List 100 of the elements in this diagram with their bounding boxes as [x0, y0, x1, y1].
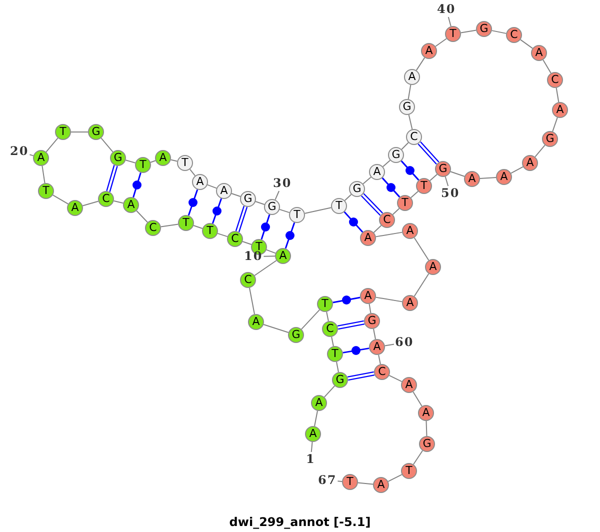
- position-number: 1: [306, 453, 316, 466]
- nucleotide-circle: T: [416, 178, 432, 194]
- backbone-line: [401, 142, 409, 150]
- backbone-line: [412, 391, 422, 407]
- leader-line: [384, 344, 394, 346]
- backbone-line: [357, 482, 374, 485]
- leader-line: [337, 480, 343, 482]
- nucleotide-circle: G: [88, 124, 104, 140]
- base-pair-line: [188, 189, 198, 216]
- backbone-line: [410, 190, 419, 198]
- base-pair-double-line: [235, 206, 248, 232]
- nucleotide-circle: T: [38, 183, 54, 199]
- backbone-line: [242, 241, 252, 245]
- nucleotide-circle: A: [401, 377, 417, 393]
- backbone-line: [460, 30, 477, 34]
- backbone-line: [520, 39, 533, 49]
- nucleotide-circle: T: [177, 155, 193, 171]
- backbone-line: [344, 194, 352, 201]
- base-pair-line: [260, 214, 270, 240]
- nucleotide-circle: T: [178, 215, 194, 231]
- nucleotide-circle: A: [216, 183, 232, 199]
- nucleotide-circle: G: [240, 191, 256, 207]
- nucleotide-circle: A: [369, 339, 385, 355]
- backbone-line: [314, 410, 318, 427]
- backbone-line: [556, 87, 560, 103]
- backbone-line: [534, 144, 546, 158]
- backbone-line: [373, 225, 382, 233]
- backbone-line: [375, 232, 403, 238]
- leader-line: [274, 190, 280, 200]
- backbone-line: [336, 361, 339, 373]
- nucleotide-circle: C: [547, 72, 563, 88]
- backbone-line: [170, 159, 178, 162]
- nucleotide-circle: A: [305, 426, 321, 442]
- backbone-line: [408, 84, 412, 100]
- position-number: 50: [441, 187, 460, 200]
- nucleotide-circle: C: [227, 231, 243, 247]
- backbone-line: [217, 232, 228, 238]
- nucleotide-circle: A: [531, 45, 547, 61]
- nucleotide-circle: C: [379, 212, 395, 228]
- backbone-line: [510, 166, 524, 174]
- backbone-line: [388, 474, 402, 482]
- base-pair-double-line: [418, 141, 440, 165]
- backbone-line: [416, 57, 426, 71]
- backbone-line: [304, 207, 332, 214]
- base-pair-double-line: [336, 320, 366, 330]
- backbone-line: [378, 354, 381, 365]
- nucleotide-circle: G: [542, 131, 558, 147]
- backbone-line: [300, 309, 320, 330]
- backbone-line: [426, 420, 428, 436]
- position-number: 67: [318, 474, 337, 487]
- base-pair-line: [400, 160, 420, 181]
- nucleotide-circle: T: [317, 296, 333, 312]
- backbone-line: [414, 237, 430, 261]
- leader-line: [310, 441, 313, 452]
- nucleotide-circle: A: [33, 150, 49, 166]
- nucleotide-circle: T: [401, 463, 417, 479]
- backbone-line: [113, 200, 124, 204]
- nucleotide-circle: C: [506, 27, 522, 43]
- nucleotide-circle: T: [445, 26, 461, 42]
- base-pair-double-line: [360, 193, 384, 216]
- nucleotide-circle: G: [332, 372, 348, 388]
- backbone-line: [52, 194, 69, 204]
- backbone-line: [46, 138, 58, 152]
- nucleotide-circle: A: [192, 174, 208, 190]
- leader-line: [29, 154, 34, 156]
- backbone-line: [408, 114, 413, 130]
- leader-line: [448, 16, 452, 27]
- backbone-line: [362, 176, 372, 184]
- nucleotide-circle: A: [360, 230, 376, 246]
- nucleotide-circle: A: [155, 150, 171, 166]
- nucleotide-circle: A: [404, 69, 420, 85]
- nucleotide-circle: T: [135, 157, 151, 173]
- backbone-line: [160, 224, 179, 228]
- nucleotide-circle: A: [496, 169, 512, 185]
- nucleotide-circle: G: [264, 199, 280, 215]
- nucleotide-circle: A: [522, 155, 538, 171]
- nucleotide-circle: A: [552, 102, 568, 118]
- backbone-line: [136, 210, 148, 223]
- base-pair-line: [344, 211, 364, 233]
- nucleotide-circle: G: [288, 327, 304, 343]
- nucleotide-circle: A: [360, 288, 376, 304]
- backbone-line: [266, 249, 276, 254]
- nucleotide-circle: A: [373, 477, 389, 493]
- leader-line: [263, 256, 276, 257]
- nucleotide-circle: G: [435, 161, 451, 177]
- nucleotide-circle: G: [399, 99, 415, 115]
- nucleotide-circle: A: [311, 395, 327, 411]
- base-pair-line: [342, 348, 370, 354]
- backbone-line: [255, 201, 265, 205]
- backbone-line: [435, 38, 447, 47]
- backbone-line: [412, 450, 424, 465]
- nucleotide-circle: G: [364, 313, 380, 329]
- position-number: 20: [10, 145, 29, 158]
- nucleotide-circle: A: [369, 164, 385, 180]
- nucleotide-circle: T: [327, 346, 343, 362]
- base-pair-double-line: [106, 164, 118, 192]
- nucleotide-circle: A: [402, 295, 418, 311]
- base-pair-line: [212, 198, 222, 224]
- nucleotide-circle: A: [464, 171, 480, 187]
- backbone-line: [552, 117, 558, 132]
